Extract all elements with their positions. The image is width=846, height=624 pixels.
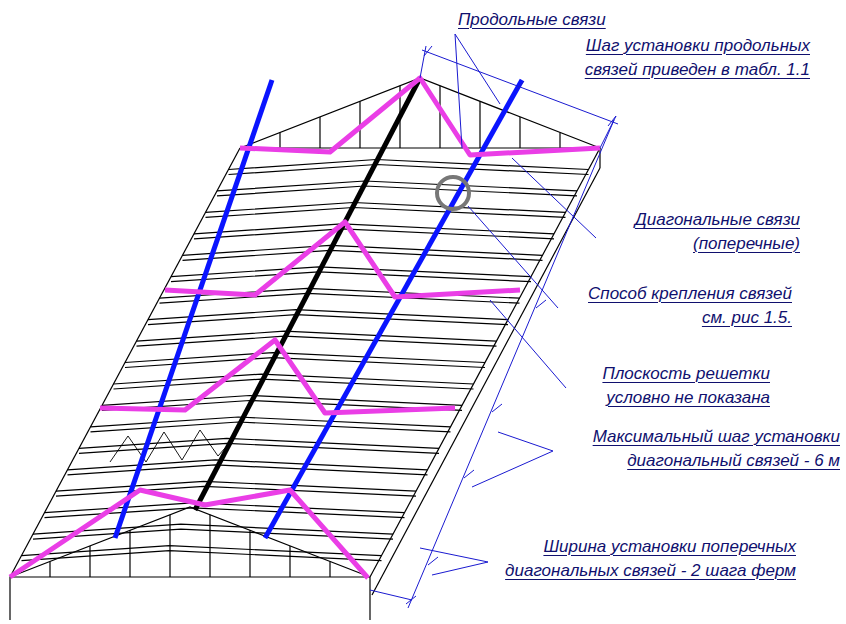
- annotation-label: Продольные связи: [458, 8, 628, 32]
- dimension-lines: [370, 34, 618, 608]
- longitudinal-ties: [115, 80, 522, 538]
- annotation-label: Плоскость решетки условно не показана: [570, 362, 770, 410]
- annotation-label: Шаг установки продольных связей приведен…: [560, 34, 810, 82]
- annotation-label: Диагональные связи (поперечные): [600, 208, 800, 256]
- truss-lines: [10, 78, 600, 620]
- detail-circle: [437, 177, 469, 209]
- annotation-label: Способ крепления связей см. рис 1.5.: [562, 282, 792, 330]
- diagonal-ties: [10, 78, 600, 578]
- annotation-label: Максимальный шаг установки диагональный …: [556, 425, 840, 473]
- annotation-label: Ширина установки поперечных диагональных…: [492, 535, 796, 583]
